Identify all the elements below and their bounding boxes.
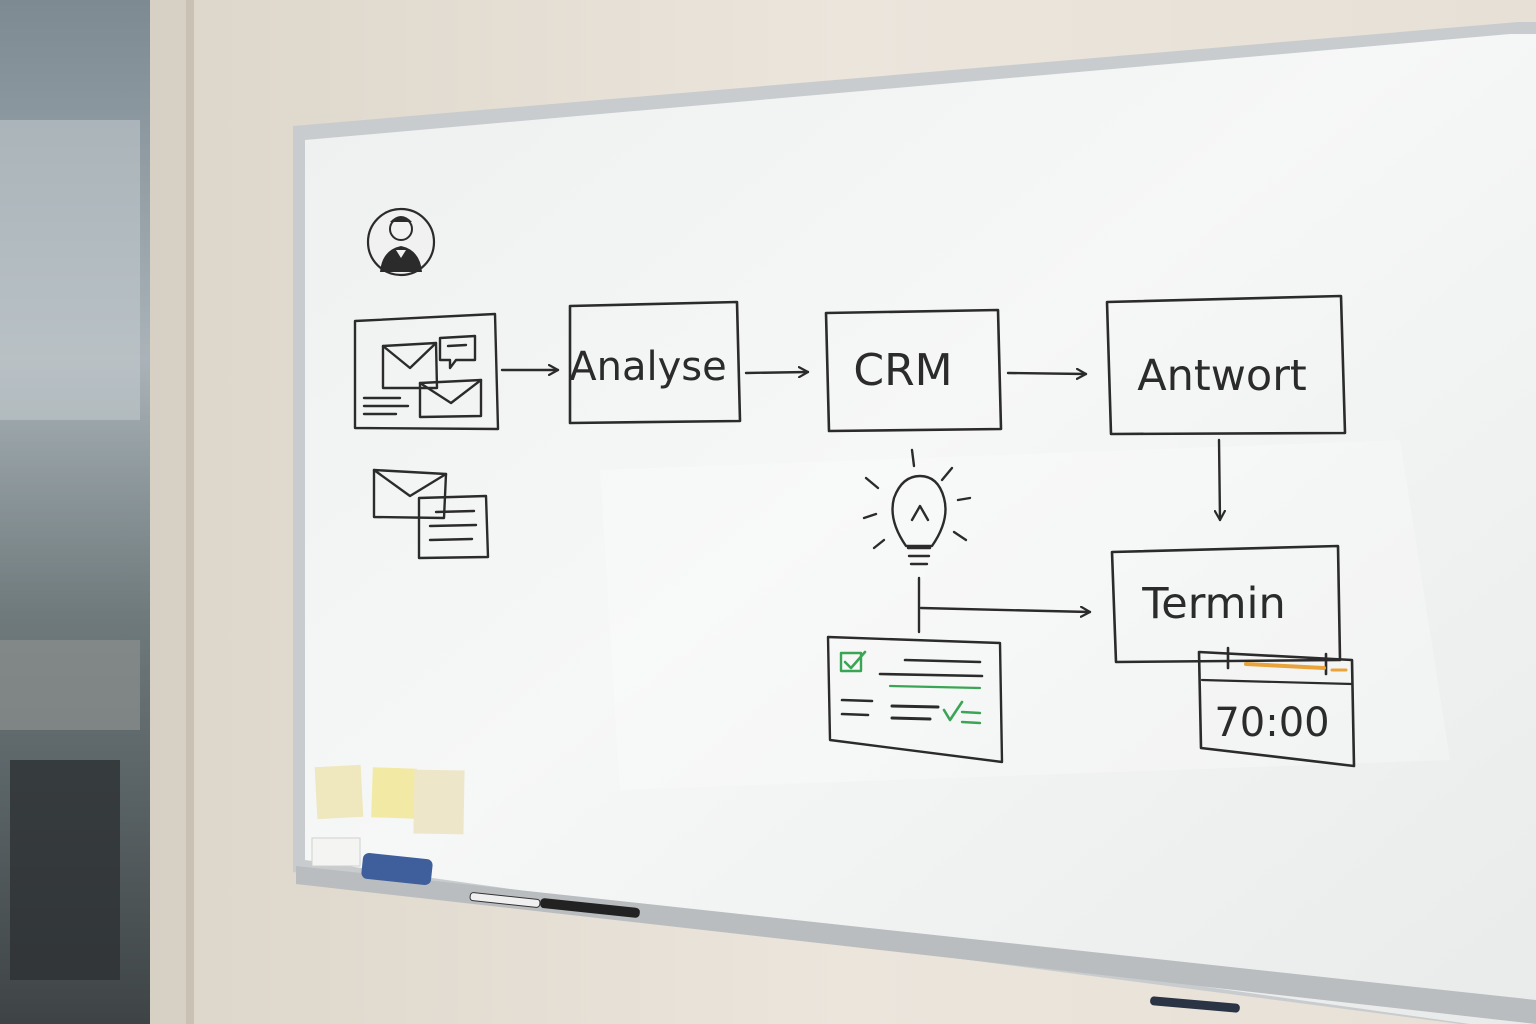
marker-pen-icon <box>540 898 640 918</box>
lightbulb-icon <box>862 448 972 566</box>
calendar-clock-icon <box>1197 646 1356 768</box>
marker-pen-icon <box>469 892 541 908</box>
checklist-icon <box>826 635 1004 764</box>
antwort-box <box>1105 294 1347 436</box>
wall-corner-shadow <box>186 0 194 1024</box>
sticky-note-icon <box>314 764 364 820</box>
flow-arrows <box>500 370 1220 634</box>
termin-label: Termin <box>1141 579 1285 629</box>
person-avatar-icon <box>366 207 436 277</box>
crm-label: CRM <box>853 345 952 396</box>
arrow-analyse-to-crm <box>744 372 810 373</box>
whiteboard-surface <box>305 34 1536 1024</box>
wall-corner-trim <box>150 0 192 1024</box>
arrow-antwort-to-termin <box>1219 438 1220 522</box>
email-bundle-icon <box>353 312 500 431</box>
marker-pen-icon <box>1150 996 1240 1013</box>
eraser-icon <box>361 853 433 885</box>
arrow-crm-to-antwort <box>1006 373 1088 374</box>
window-glare <box>0 120 140 420</box>
email-icon <box>372 468 490 560</box>
sticky-note-icon <box>413 769 465 835</box>
sticky-note-icon <box>371 767 417 819</box>
whiteboard-reflection <box>600 440 1450 790</box>
analyse-label: Analyse <box>569 344 726 390</box>
office-desk <box>0 640 140 730</box>
arrow-checklist-to-termin <box>919 608 1092 612</box>
crm-box <box>824 308 1003 433</box>
clock-time-readout: 70:00 <box>1214 700 1329 746</box>
office-chair <box>10 760 120 980</box>
antwort-label: Antwort <box>1137 351 1307 401</box>
analyse-box <box>568 300 742 425</box>
label-card <box>311 837 361 867</box>
